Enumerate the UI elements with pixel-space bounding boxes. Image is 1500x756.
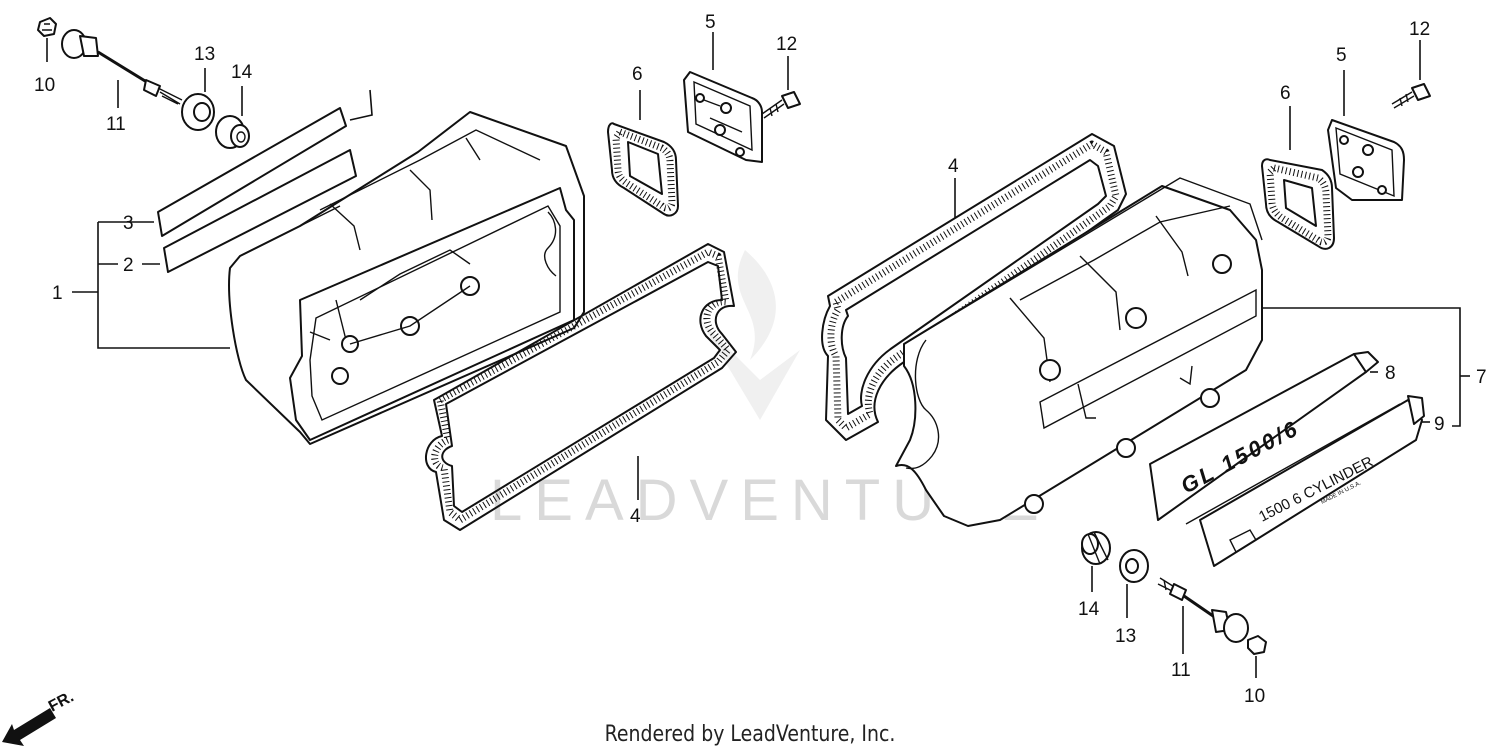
part-10-cap-nut-right[interactable]: [1247, 635, 1267, 655]
callout-7-leader: [1262, 307, 1461, 427]
callout-4-left-lower: 4: [630, 506, 641, 527]
callout-2: 2: [123, 255, 134, 276]
part-6-gasket-left[interactable]: [607, 122, 679, 217]
part-2-emblem-left[interactable]: [163, 149, 357, 273]
callout-12-left: 12: [776, 34, 797, 55]
part-5-plate-left[interactable]: [683, 71, 763, 163]
callout-10-left: 10: [34, 75, 55, 96]
part-13-washer-right[interactable]: [1119, 549, 1149, 583]
part-4-gasket-left[interactable]: [425, 243, 737, 531]
callout-1: 1: [52, 283, 63, 304]
part-13-washer-left[interactable]: [181, 93, 215, 131]
callout-7: 7: [1476, 367, 1487, 388]
part-14-grommet-right[interactable]: [1081, 531, 1111, 565]
part-12-bolt-left[interactable]: [761, 91, 801, 119]
footer-credit: Rendered by LeadVenture, Inc.: [604, 722, 896, 747]
part-5-plate-right[interactable]: [1327, 119, 1405, 201]
part-11-bolt-right[interactable]: [1157, 577, 1249, 643]
part-6-gasket-right[interactable]: [1261, 158, 1335, 250]
callout-11-left: 11: [106, 114, 126, 135]
part-11-bolt-left[interactable]: [61, 29, 183, 105]
part-14-grommet-left[interactable]: [215, 115, 250, 149]
front-direction-indicator: FR.: [2, 688, 77, 746]
callout-11-right: 11: [1171, 660, 1191, 681]
callout-14-left: 14: [231, 62, 253, 83]
callout-9: 9: [1434, 414, 1445, 435]
callout-13-left: 13: [194, 44, 215, 65]
callout-5-right: 5: [1336, 45, 1347, 66]
callout-4-right: 4: [948, 156, 959, 177]
part-7-cylinder-head-cover-right[interactable]: [895, 177, 1263, 527]
part-12-bolt-right[interactable]: [1391, 83, 1431, 109]
callout-14-right: 14: [1078, 599, 1100, 620]
callout-12-right: 12: [1409, 19, 1430, 40]
part-9-emblem-1500-6-cylinder[interactable]: 1500 6 CYLINDER MADE IN U.S.A.: [1185, 395, 1425, 567]
callout-10-right: 10: [1244, 686, 1265, 707]
watermark-logo-mark: [700, 320, 800, 420]
callout-3: 3: [123, 213, 134, 234]
part-1-cylinder-head-cover-left[interactable]: [228, 111, 585, 445]
callout-6-left: 6: [632, 64, 643, 85]
part-10-cap-nut-left[interactable]: [37, 17, 57, 37]
front-arrow-icon: [2, 708, 56, 746]
callout-8: 8: [1385, 363, 1396, 384]
callout-6-right: 6: [1280, 83, 1291, 104]
part-3-emblem-left[interactable]: [157, 107, 347, 237]
emblem-9-logo-icon: [1229, 529, 1257, 553]
callout-5-left: 5: [705, 12, 716, 33]
callout-13-right: 13: [1115, 626, 1136, 647]
